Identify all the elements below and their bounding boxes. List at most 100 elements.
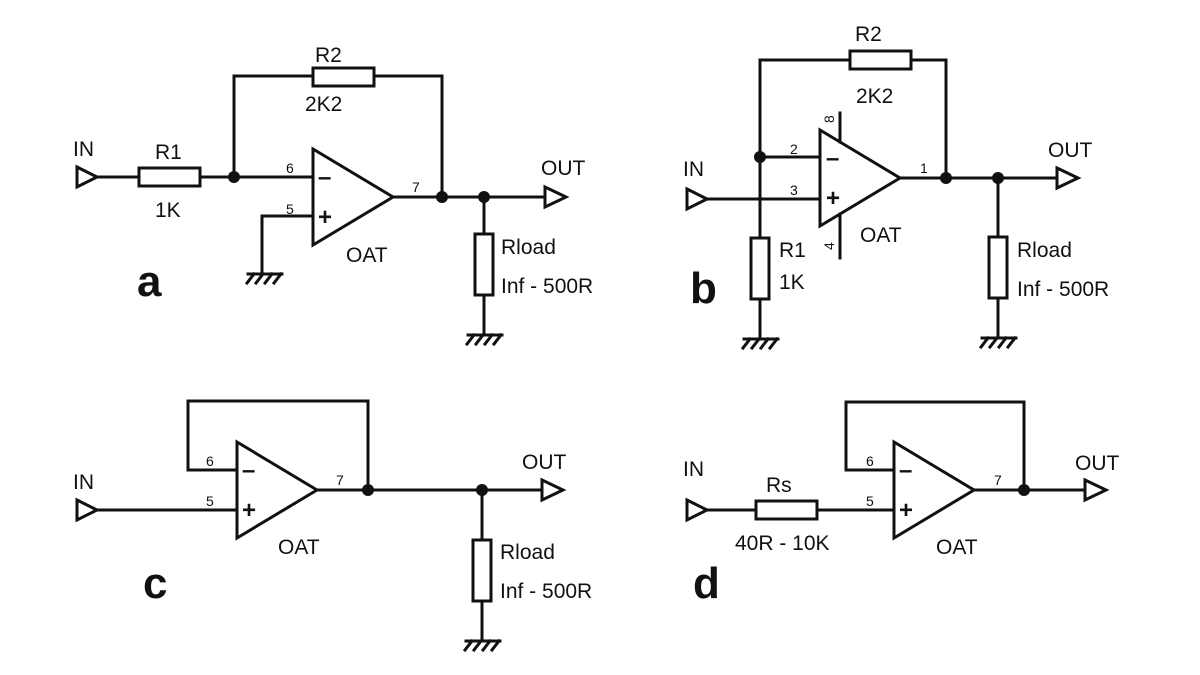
circuit-b: IN R2 2K2 R1 1K – + OAT 8 4 2 3 1 OUT [683, 23, 1109, 351]
resistor-rload-c [471, 538, 493, 603]
r1-name-b: R1 [779, 239, 806, 262]
input-port-b [685, 186, 711, 212]
opamp-label-c: OAT [278, 536, 320, 559]
plus-sign-b: + [826, 185, 840, 212]
wire-a-fb-right [372, 74, 444, 199]
rs-value-d: 40R - 10K [735, 532, 830, 555]
output-label-c: OUT [522, 451, 567, 474]
ground-symbol-b2 [978, 335, 1018, 350]
output-port-c [540, 477, 567, 503]
r2-name-a: R2 [315, 44, 342, 67]
junction-d1 [1018, 484, 1030, 496]
pin-out-a: 7 [412, 179, 420, 195]
minus-sign-c: – [242, 457, 255, 484]
pin-vplus-b: 8 [821, 115, 837, 123]
wire-a-noninv-gnd [260, 214, 315, 276]
rload-name-a: Rload [501, 236, 556, 259]
ground-symbol-a2 [464, 332, 504, 347]
resistor-rs-d [754, 499, 819, 521]
output-label-a: OUT [541, 157, 586, 180]
pin-out-c: 7 [336, 472, 344, 488]
pin-noninv-c: 5 [206, 493, 214, 509]
pin-out-d: 7 [994, 472, 1002, 488]
junction-a2 [436, 191, 448, 203]
circuit-d: IN Rs 40R - 10K – + OAT 6 5 7 OUT d [683, 400, 1120, 608]
circuit-c: IN – + OAT 6 5 7 OUT Rload Inf - 500R c [73, 399, 592, 653]
input-port-a [75, 164, 101, 190]
resistor-rload-a [473, 232, 495, 297]
opamp-d [892, 439, 977, 541]
pin-inv-b: 2 [790, 141, 798, 157]
r1-value-b: 1K [779, 271, 805, 294]
output-label-d: OUT [1075, 452, 1120, 475]
output-port-b [1055, 165, 1082, 191]
junction-c2 [476, 484, 488, 496]
rload-value-a: Inf - 500R [501, 275, 593, 298]
output-port-a [543, 184, 570, 210]
rload-name-c: Rload [500, 541, 555, 564]
r2-value-b: 2K2 [856, 85, 893, 108]
minus-sign-d: – [899, 457, 912, 484]
junction-c1 [362, 484, 374, 496]
r1-value-a: 1K [155, 199, 181, 222]
resistor-r2-b [848, 49, 913, 71]
input-label-a: IN [73, 138, 94, 161]
output-port-d [1083, 477, 1110, 503]
wire-d-feedback [844, 400, 1026, 492]
ground-symbol-a1 [244, 271, 284, 286]
r2-value-a: 2K2 [305, 93, 342, 116]
plus-sign-d: + [899, 497, 913, 524]
pin-inv-a: 6 [286, 160, 294, 176]
rs-name-d: Rs [766, 474, 792, 497]
pin-noninv-b: 3 [790, 182, 798, 198]
ground-symbol-b1 [740, 336, 780, 351]
opamp-label-b: OAT [860, 224, 902, 247]
junction-b2 [940, 172, 952, 184]
rload-name-b: Rload [1017, 239, 1072, 262]
minus-sign-b: – [826, 145, 839, 172]
resistor-rload-b [987, 235, 1009, 300]
ground-symbol-c [462, 638, 502, 653]
input-port-d [685, 497, 711, 523]
junction-a1 [228, 171, 240, 183]
wire-b-fb-right [909, 58, 948, 180]
circuit-a: IN R1 1K R2 2K2 – + OAT 6 5 7 OUT Rload … [73, 44, 593, 347]
rload-value-b: Inf - 500R [1017, 278, 1109, 301]
resistor-r1-a [137, 166, 202, 188]
panel-letter-b: b [690, 264, 717, 313]
input-port-c [75, 497, 101, 523]
input-label-d: IN [683, 458, 704, 481]
plus-sign-a: + [318, 204, 332, 231]
resistor-r1-b [749, 236, 771, 301]
opamp-b [818, 127, 903, 229]
opamp-label-a: OAT [346, 244, 388, 267]
pin-inv-c: 6 [206, 453, 214, 469]
opamp-c [235, 439, 320, 541]
r1-name-a: R1 [155, 141, 182, 164]
wire-c-feedback [186, 399, 370, 492]
junction-b3 [992, 172, 1004, 184]
wire-b-fb-left [758, 58, 852, 159]
r2-name-b: R2 [855, 23, 882, 46]
junction-b1 [754, 151, 766, 163]
pin-out-b: 1 [920, 160, 928, 176]
junction-a3 [478, 191, 490, 203]
opamp-a [311, 146, 396, 248]
panel-letter-d: d [693, 559, 720, 608]
pin-noninv-d: 5 [866, 493, 874, 509]
panel-letter-c: c [143, 559, 167, 608]
wire-a-fb-left [232, 74, 315, 179]
plus-sign-c: + [242, 497, 256, 524]
input-label-c: IN [73, 471, 94, 494]
output-label-b: OUT [1048, 139, 1093, 162]
input-label-b: IN [683, 158, 704, 181]
opamp-label-d: OAT [936, 536, 978, 559]
pin-vminus-b: 4 [821, 242, 837, 250]
rload-value-c: Inf - 500R [500, 580, 592, 603]
pin-inv-d: 6 [866, 453, 874, 469]
minus-sign-a: – [318, 164, 331, 191]
pin-noninv-a: 5 [286, 201, 294, 217]
panel-letter-a: a [137, 257, 162, 306]
resistor-r2-a [311, 66, 376, 88]
